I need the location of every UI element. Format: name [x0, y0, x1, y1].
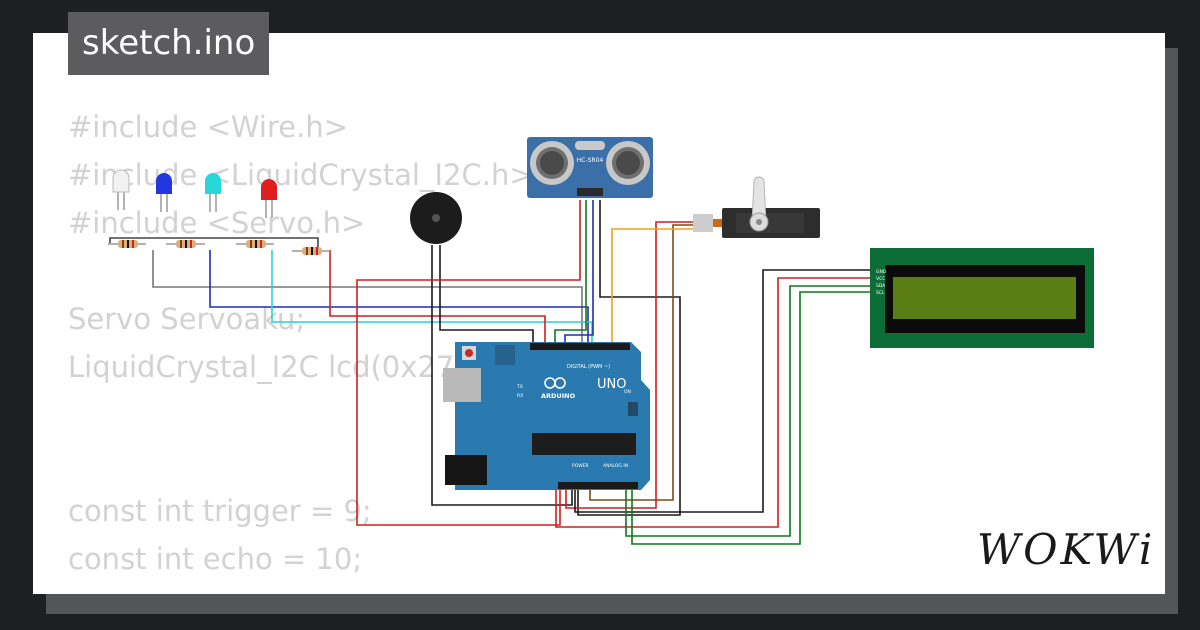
preview-card: #include <Wire.h> #include <LiquidCrysta… — [33, 33, 1165, 594]
board-on-label: ON — [624, 389, 631, 395]
wire — [574, 269, 870, 513]
wire — [555, 277, 870, 528]
code-editor: #include <Wire.h> #include <LiquidCrysta… — [68, 103, 534, 594]
board-rx-label: RX — [517, 393, 523, 399]
resistor — [166, 240, 205, 248]
code-line: #include <Wire.h> — [68, 110, 349, 144]
lcd-pin-gnd: GND — [876, 269, 887, 275]
board-model: UNO — [597, 377, 626, 392]
wire — [356, 200, 581, 526]
code-line: LiquidCrystal_I2C lcd(0x27, — [68, 350, 464, 384]
wire — [109, 237, 319, 250]
resistor — [108, 240, 146, 248]
lcd-display[interactable]: GND VCC SDA SCL — [870, 248, 1094, 348]
lcd-pin-scl: SCL — [876, 290, 885, 296]
wire — [611, 228, 693, 345]
wire — [431, 245, 573, 506]
wire — [209, 250, 589, 345]
board-power-header: POWER — [572, 463, 589, 469]
code-line: #include <Servo.h> — [68, 206, 366, 240]
wire — [577, 200, 681, 516]
wire — [152, 250, 583, 345]
infinity-logo-icon — [544, 377, 566, 389]
wire — [564, 200, 594, 345]
servo-motor[interactable] — [693, 176, 820, 238]
wire — [589, 224, 693, 501]
sensor-label: HC-SR04 — [577, 157, 604, 164]
board-analog-header: ANALOG IN — [603, 463, 628, 469]
wire — [565, 221, 693, 509]
board-digital-header: DIGITAL (PWM ~) — [567, 364, 610, 370]
wire — [554, 200, 587, 345]
led-cyan[interactable] — [205, 173, 221, 212]
buzzer[interactable] — [410, 192, 462, 244]
wire — [439, 245, 534, 345]
page-title: sketch.ino — [68, 12, 270, 75]
led-blue[interactable] — [156, 173, 172, 212]
led-red[interactable] — [261, 179, 277, 218]
wokwi-logo: WOKWi — [977, 525, 1156, 574]
wire — [625, 285, 870, 537]
led-white[interactable] — [112, 169, 130, 210]
lcd-pin-sda: SDA — [876, 283, 886, 289]
code-line: const int echo = 10; — [68, 542, 363, 576]
ultrasonic-sensor[interactable]: HC-SR04 — [527, 137, 653, 198]
circuit-diagram: HC-SR04 GND VCC SDA SCL — [108, 137, 1094, 545]
wire — [631, 291, 870, 545]
code-line: const int buzzer = 11; — [68, 583, 534, 594]
resistor — [292, 247, 330, 255]
board-tx-label: TX — [516, 384, 523, 390]
arduino-uno-board[interactable]: DIGITAL (PWM ~) UNO ARDUINO TX RX ON POW… — [443, 342, 650, 490]
lcd-pin-vcc: VCC — [876, 276, 885, 282]
wire — [329, 250, 546, 345]
board-brand: ARDUINO — [541, 392, 576, 400]
resistor — [236, 240, 274, 248]
